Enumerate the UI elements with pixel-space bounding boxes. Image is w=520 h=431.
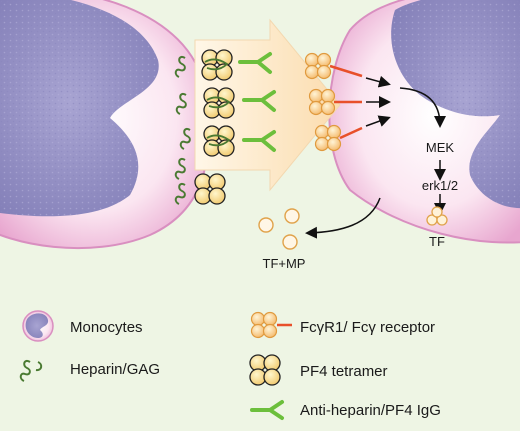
legend-igg-icon <box>250 400 284 420</box>
pf4-complex-1 <box>201 49 233 81</box>
label-tf: TF <box>429 234 445 249</box>
legend-heparin-label: Heparin/GAG <box>70 361 160 378</box>
fc-receptors <box>304 52 363 152</box>
label-erk: erk1/2 <box>422 178 458 193</box>
legend-heparin-icon <box>19 359 43 382</box>
legend-pf4-icon <box>249 354 281 386</box>
pf4-tetramer-free <box>194 173 226 205</box>
pf4-complex-3 <box>203 125 235 157</box>
pf4-complex-2 <box>203 87 235 119</box>
igg-antibodies <box>238 52 276 152</box>
heparin-chains <box>174 55 191 205</box>
microparticles <box>258 208 300 250</box>
left-monocyte <box>0 0 210 250</box>
legend-pf4-label: PF4 tetramer <box>300 363 388 380</box>
right-monocyte <box>328 0 520 244</box>
label-mek: MEK <box>426 140 455 155</box>
legend-monocytes-label: Monocytes <box>70 319 143 336</box>
legend-receptor-icon <box>250 311 292 339</box>
legend-receptor-label: FcγR1/ Fcγ receptor <box>300 319 435 336</box>
label-tf-mp: TF+MP <box>263 256 306 271</box>
tf-on-membrane <box>426 206 448 226</box>
legend-monocyte-icon <box>22 310 54 342</box>
legend: Monocytes Heparin/GAG FcγR1/ Fcγ recepto… <box>19 310 441 420</box>
legend-igg-label: Anti-heparin/PF4 IgG <box>300 402 441 419</box>
